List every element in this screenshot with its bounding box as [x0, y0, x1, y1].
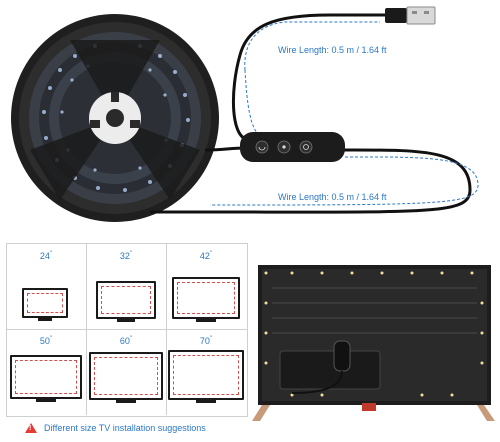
tv-50 — [10, 355, 82, 399]
usb-plug — [385, 6, 436, 25]
installation-suggestion-note: Different size TV installation suggestio… — [44, 423, 206, 433]
size-label-70: 70" — [199, 336, 213, 346]
grid-divider-v1 — [86, 243, 87, 415]
tv-stand-24 — [38, 318, 52, 321]
size-label-42: 42" — [199, 251, 213, 261]
led-strip-reel — [11, 14, 219, 222]
wire-length-label-lower: Wire Length: 0.5 m / 1.64 ft — [278, 192, 387, 202]
tv-24 — [22, 288, 68, 318]
size-label-32: 32" — [119, 251, 133, 261]
tv-stand-70 — [196, 400, 216, 403]
tv-stand-42 — [196, 319, 216, 322]
product-illustration — [11, 6, 479, 222]
wire-length-label-upper: Wire Length: 0.5 m / 1.64 ft — [278, 45, 387, 55]
tv-back-photo — [252, 243, 495, 423]
tv-stand-60 — [116, 400, 136, 403]
tv-70 — [168, 350, 244, 400]
tv-stand-50 — [36, 399, 56, 402]
size-label-24: 24" — [39, 251, 53, 261]
size-label-50: 50" — [39, 336, 53, 346]
warning-icon — [25, 423, 37, 433]
tv-stand-32 — [117, 319, 135, 322]
grid-divider-v2 — [166, 243, 167, 415]
tv-32 — [96, 281, 156, 319]
tv-42 — [172, 277, 240, 319]
tv-60 — [89, 352, 163, 400]
remote-controller — [240, 132, 345, 162]
grid-divider-horizontal — [6, 329, 248, 330]
size-label-60: 60" — [119, 336, 133, 346]
